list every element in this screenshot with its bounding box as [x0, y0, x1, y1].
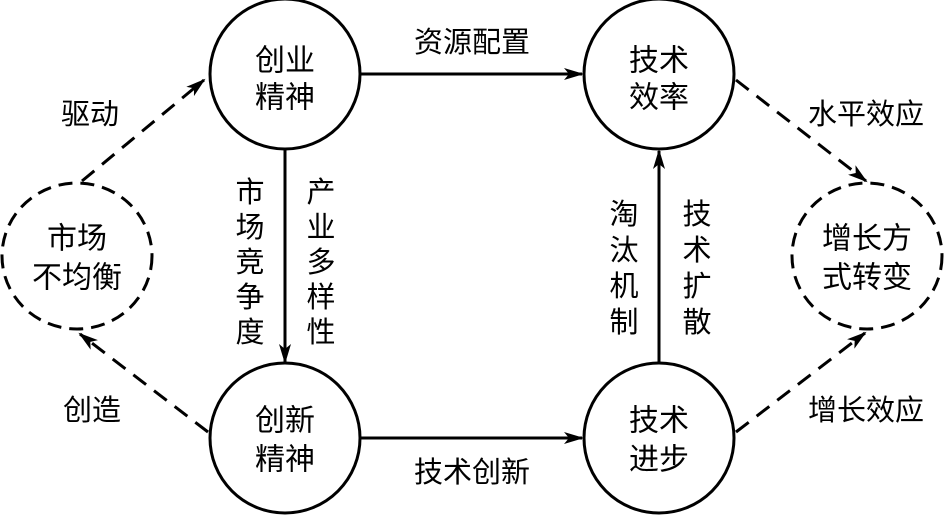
- node-innovation-line2: 精神: [255, 443, 315, 478]
- label-industry-diversity-char: 业: [306, 210, 335, 244]
- node-tech-progress-line2: 进步: [629, 443, 689, 478]
- label-market-competition-char: 市: [235, 175, 264, 209]
- node-growth-transform-line1: 增长方: [822, 222, 912, 257]
- label-level-effect: 水平效应: [808, 97, 924, 131]
- label-elimination-char: 淘: [609, 197, 638, 231]
- label-industry-diversity-char: 产: [306, 175, 335, 209]
- node-market-imbalance-line2: 不均衡: [32, 261, 122, 296]
- label-resource-allocation: 资源配置: [414, 25, 530, 59]
- label-industry-diversity: 产 业 多 样 性: [306, 175, 335, 349]
- label-tech-innovation: 技术创新: [414, 455, 530, 489]
- node-entrepreneurship-line1: 创业: [255, 44, 315, 79]
- label-elimination-char: 制: [609, 305, 638, 339]
- node-market-imbalance-line1: 市场: [47, 222, 107, 257]
- label-elimination: 淘 汰 机 制: [609, 197, 638, 339]
- label-elimination-char: 机: [609, 269, 638, 303]
- label-market-competition-char: 争: [235, 280, 264, 314]
- node-growth-transform-ellipse: [790, 181, 944, 331]
- label-tech-diffusion-char: 扩: [682, 269, 711, 303]
- label-market-competition-char: 度: [235, 315, 264, 349]
- label-tech-diffusion: 技 术 扩 散: [682, 197, 711, 339]
- node-tech-efficiency-line2: 效率: [629, 81, 689, 116]
- node-tech-progress-line1: 技术: [629, 404, 689, 439]
- label-industry-diversity-char: 性: [306, 315, 335, 349]
- label-growth-effect: 增长效应: [808, 393, 924, 427]
- label-market-competition: 市 场 竞 争 度: [235, 175, 264, 349]
- label-tech-diffusion-char: 术: [682, 233, 711, 267]
- node-market-imbalance-ellipse: [0, 181, 154, 331]
- node-tech-efficiency-line1: 技术: [629, 44, 689, 79]
- label-industry-diversity-char: 多: [306, 245, 335, 279]
- label-market-competition-char: 场: [235, 210, 264, 244]
- arrow-level-effect: [735, 78, 868, 183]
- label-tech-diffusion-char: 散: [682, 305, 711, 339]
- arrow-growth-effect: [735, 331, 867, 434]
- node-growth-transform-line2: 式转变: [822, 261, 912, 296]
- node-tech-progress-circle: [582, 361, 736, 515]
- arrow-drive: [81, 78, 206, 183]
- label-create: 创造: [63, 393, 121, 427]
- node-innovation-line1: 创新: [255, 404, 315, 439]
- node-entrepreneurship-line2: 精神: [255, 81, 315, 116]
- label-tech-diffusion-char: 技: [682, 197, 711, 231]
- label-drive: 驱动: [61, 97, 119, 131]
- label-industry-diversity-char: 样: [306, 280, 335, 314]
- arrow-create: [78, 332, 209, 434]
- label-elimination-char: 汰: [609, 233, 638, 267]
- label-market-competition-char: 竞: [235, 245, 264, 279]
- node-entrepreneurship-circle: [208, 0, 362, 151]
